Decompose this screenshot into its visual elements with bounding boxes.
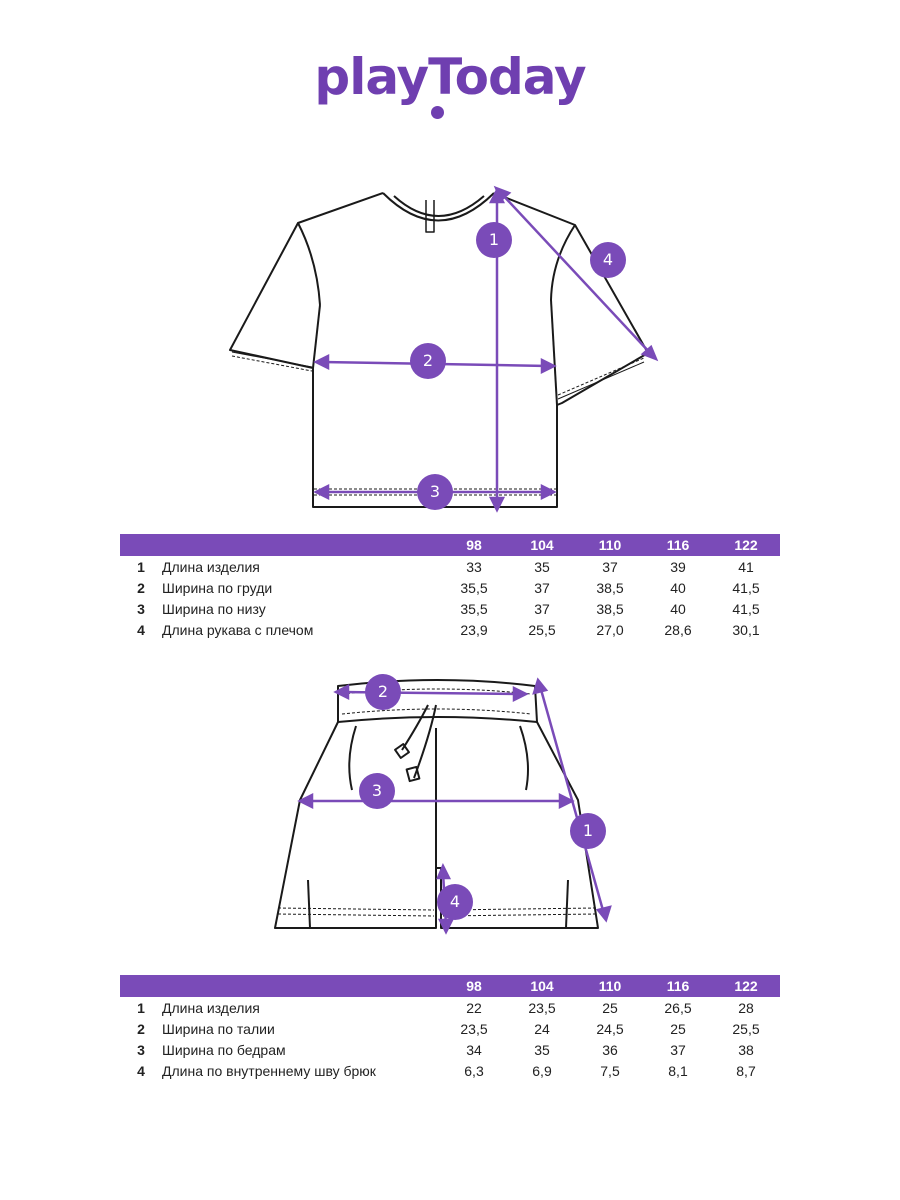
size-header: 116 <box>644 975 712 997</box>
row-value: 27,0 <box>596 621 624 638</box>
header-blank <box>120 534 440 556</box>
table-row: 2 Ширина по талии 23,5 24 24,5 25 25,5 <box>120 1018 780 1039</box>
row-label: Ширина по груди <box>162 579 273 596</box>
table-row: 3 Ширина по бедрам 34 35 36 37 38 <box>120 1039 780 1060</box>
row-value: 22 <box>466 999 482 1016</box>
row-value: 23,5 <box>528 999 556 1016</box>
row-value: 28 <box>738 999 754 1016</box>
size-header: 110 <box>576 534 644 556</box>
row-value: 25 <box>602 999 618 1016</box>
shorts-size-table: 98 104 110 116 122 1 Длина изделия 22 23… <box>120 975 780 1081</box>
row-number: 3 <box>137 1041 145 1058</box>
shorts-size-header: 98 104 110 116 122 <box>120 975 780 997</box>
table-row: 4 Длина рукава с плечом 23,9 25,5 27,0 2… <box>120 619 780 640</box>
row-value: 25,5 <box>528 621 556 638</box>
size-header: 122 <box>712 975 780 997</box>
row-label: Длина изделия <box>162 558 260 575</box>
shirt-badge-3: 3 <box>417 474 453 510</box>
row-number: 2 <box>137 1020 145 1037</box>
tshirt-collar <box>382 192 495 222</box>
table-row: 3 Ширина по низу 35,5 37 38,5 40 41,5 <box>120 598 780 619</box>
row-value: 35,5 <box>460 600 488 617</box>
row-number: 2 <box>137 579 145 596</box>
row-label: Длина по внутреннему шву брюк <box>162 1062 376 1079</box>
tshirt-collar-inner <box>393 195 485 217</box>
row-number: 1 <box>137 558 145 575</box>
row-value: 36 <box>602 1041 618 1058</box>
size-header: 104 <box>508 975 576 997</box>
row-value: 24,5 <box>596 1020 624 1037</box>
table-row: 2 Ширина по груди 35,5 37 38,5 40 41,5 <box>120 577 780 598</box>
row-label: Ширина по талии <box>162 1020 275 1037</box>
table-row: 1 Длина изделия 22 23,5 25 26,5 28 <box>120 997 780 1018</box>
row-value: 26,5 <box>664 999 692 1016</box>
table-row: 4 Длина по внутреннему шву брюк 6,3 6,9 … <box>120 1060 780 1081</box>
row-value: 37 <box>534 579 550 596</box>
row-number: 3 <box>137 600 145 617</box>
row-value: 35 <box>534 1041 550 1058</box>
shorts-badge-1: 1 <box>570 813 606 849</box>
row-value: 40 <box>670 579 686 596</box>
shirt-size-table: 98 104 110 116 122 1 Длина изделия 33 35… <box>120 534 780 640</box>
shirt-badge-4: 4 <box>590 242 626 278</box>
row-value: 37 <box>670 1041 686 1058</box>
tshirt-outline <box>229 192 649 508</box>
row-value: 33 <box>466 558 482 575</box>
row-number: 1 <box>137 999 145 1016</box>
row-label: Ширина по бедрам <box>162 1041 286 1058</box>
size-header: 116 <box>644 534 712 556</box>
row-value: 38,5 <box>596 579 624 596</box>
row-label: Ширина по низу <box>162 600 266 617</box>
row-value: 41,5 <box>732 600 760 617</box>
size-header: 122 <box>712 534 780 556</box>
row-number: 4 <box>137 621 145 638</box>
shirt-badge-1: 1 <box>476 222 512 258</box>
row-value: 40 <box>670 600 686 617</box>
header-blank <box>120 975 440 997</box>
shirt-badge-2: 2 <box>410 343 446 379</box>
size-header: 104 <box>508 534 576 556</box>
shirt-size-header: 98 104 110 116 122 <box>120 534 780 556</box>
row-value: 37 <box>534 600 550 617</box>
row-value: 37 <box>602 558 618 575</box>
row-label: Длина изделия <box>162 999 260 1016</box>
row-value: 30,1 <box>732 621 760 638</box>
size-header: 110 <box>576 975 644 997</box>
table-row: 1 Длина изделия 33 35 37 39 41 <box>120 556 780 577</box>
row-value: 38,5 <box>596 600 624 617</box>
row-value: 6,9 <box>532 1062 552 1079</box>
row-number: 4 <box>137 1062 145 1079</box>
row-label: Длина рукава с плечом <box>162 621 314 638</box>
row-value: 6,3 <box>464 1062 484 1079</box>
shorts-badge-2: 2 <box>365 674 401 710</box>
size-header: 98 <box>440 534 508 556</box>
row-value: 23,9 <box>460 621 488 638</box>
row-value: 41 <box>738 558 754 575</box>
row-value: 35 <box>534 558 550 575</box>
row-value: 8,1 <box>668 1062 688 1079</box>
row-value: 38 <box>738 1041 754 1058</box>
row-value: 41,5 <box>732 579 760 596</box>
logo-dot <box>431 106 444 119</box>
brand-logo: playToday <box>314 48 586 106</box>
shorts-length-arrow <box>538 685 606 915</box>
row-value: 39 <box>670 558 686 575</box>
row-value: 23,5 <box>460 1020 488 1037</box>
row-value: 34 <box>466 1041 482 1058</box>
shorts-drawing <box>274 677 612 935</box>
row-value: 25,5 <box>732 1020 760 1037</box>
row-value: 35,5 <box>460 579 488 596</box>
size-header: 98 <box>440 975 508 997</box>
row-value: 24 <box>534 1020 550 1037</box>
row-value: 8,7 <box>736 1062 756 1079</box>
shirt-sleeve-arrow <box>499 191 653 356</box>
tshirt-drawing <box>229 185 659 513</box>
shorts-outline <box>274 721 599 929</box>
shorts-badge-4: 4 <box>437 884 473 920</box>
row-value: 28,6 <box>664 621 692 638</box>
row-value: 7,5 <box>600 1062 620 1079</box>
row-value: 25 <box>670 1020 686 1037</box>
shorts-badge-3: 3 <box>359 773 395 809</box>
